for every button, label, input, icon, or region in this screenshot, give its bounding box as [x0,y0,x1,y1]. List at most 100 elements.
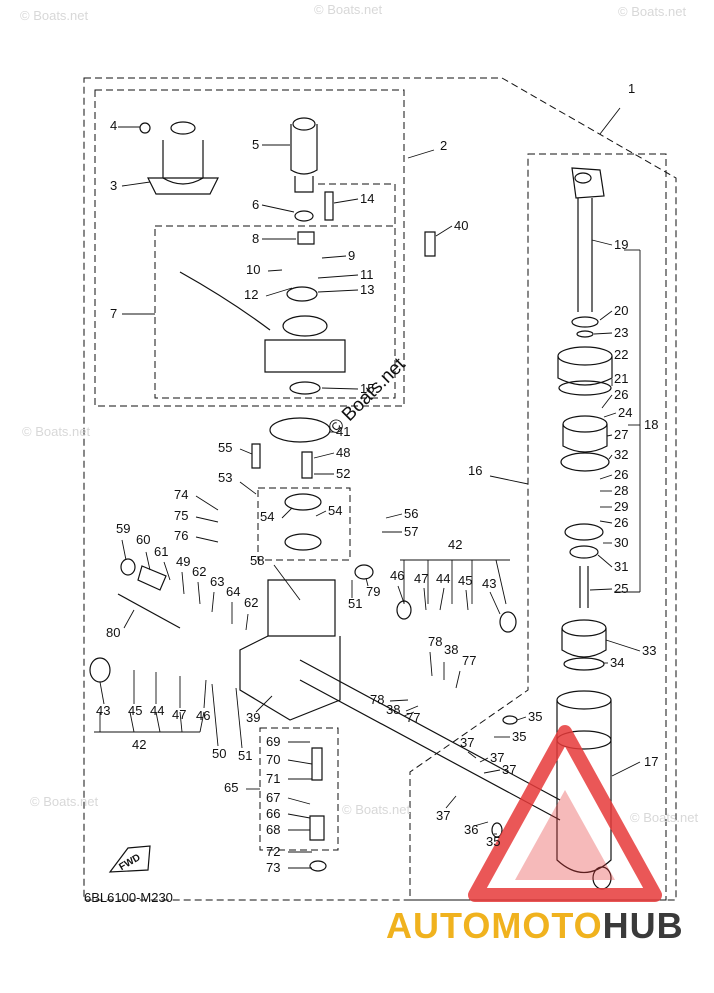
callout-51: 51 [238,748,252,763]
leader-line-79 [365,577,369,587]
screw-4 [139,122,151,134]
callout-71: 71 [266,771,280,786]
plug-43-left [89,657,111,683]
valve-68 [309,815,325,841]
leader-line-77 [455,670,461,689]
oring-35a [502,715,518,725]
filter-41 [269,417,331,443]
leader-line-78 [429,651,433,677]
callout-24: 24 [618,405,632,420]
callout-57: 57 [404,524,418,539]
callout-19: 19 [614,237,628,252]
solenoid-group-boundary [94,89,405,407]
oring-32 [560,452,610,472]
callout-31: 31 [614,559,628,574]
motor-base-boundary [154,225,396,399]
leader-line-80 [123,609,135,629]
callout-78: 78 [428,634,442,649]
leader-line-56 [385,513,403,519]
leader-line-47 [423,587,427,611]
callout-69: 69 [266,734,280,749]
leader-line-44 [439,587,445,611]
callout-44: 44 [150,703,164,718]
faint-watermark: © Boats.net [20,8,89,23]
callout-38: 38 [444,642,458,657]
gland-body [557,356,613,386]
brand-part1: AUTOMOTO [386,905,603,946]
callout-37: 37 [460,735,474,750]
callout-1: 1 [628,81,635,96]
motor-body [290,124,318,175]
piston-27-top [562,415,608,433]
part-code: 6BL6100-M230 [84,890,173,905]
seal-20 [571,316,599,328]
leader-line-32 [608,454,613,460]
callout-23: 23 [614,325,628,340]
leader-line-62 [197,581,201,605]
motor-shaft [294,176,314,193]
leader-line-37 [483,769,501,774]
leader-line-59 [121,539,127,561]
valve-54-lower [284,533,322,551]
leader-line-19 [591,239,613,246]
callout-5: 5 [252,137,259,152]
leader-line-37 [467,751,477,759]
callout-49: 49 [176,554,190,569]
leader-line-36 [473,821,489,827]
callout-28: 28 [614,483,628,498]
leader-line-43 [99,681,105,705]
leader-line-13 [317,289,359,293]
callout-48: 48 [336,445,350,460]
callout-6: 6 [252,197,259,212]
leader-line-20 [599,310,613,321]
callout-67: 67 [266,790,280,805]
callout-54: 54 [328,503,342,518]
callout-20: 20 [614,303,628,318]
solenoid-bracket [147,177,219,195]
callout-9: 9 [348,248,355,263]
callout-58: 58 [250,553,264,568]
faint-watermark: © Boats.net [314,2,383,17]
callout-55: 55 [218,440,232,455]
leader-line-25 [589,588,613,591]
leader-line-38 [405,705,419,712]
logo-triangle-inner [515,790,615,880]
leader-line-48 [313,452,335,459]
washer-30 [564,523,604,541]
callout-3: 3 [110,178,117,193]
piston-27-body [562,424,608,453]
plug-43-right [499,611,517,633]
callout-59: 59 [116,521,130,536]
callout-4: 4 [110,118,117,133]
callout-75: 75 [174,508,188,523]
group-bracket-line [179,711,183,733]
leader-line-70 [287,759,313,765]
leader-line-33 [605,639,641,652]
callout-45: 45 [128,703,142,718]
callout-72: 72 [266,844,280,859]
leader-line-63 [211,591,215,613]
spring-73 [309,860,327,872]
callout-79: 79 [366,584,380,599]
callout-21: 21 [614,371,628,386]
callout-42: 42 [132,737,146,752]
callout-11: 11 [360,267,374,282]
wire-lead-7 [179,271,271,331]
group-bracket-line [199,711,205,733]
rod-eye [571,167,605,199]
faint-watermark: © Boats.net [22,424,91,439]
leader-line-58 [273,564,301,601]
solenoid-top [170,121,196,135]
faint-watermark: © Boats.net [342,802,411,817]
leader-line-15 [321,387,359,390]
callout-51: 51 [348,596,362,611]
screw-55 [251,443,261,469]
callout-65: 65 [224,780,238,795]
leader-line-12 [265,287,293,297]
leader-line-45 [465,589,469,611]
callout-52: 52 [336,466,350,481]
callout-26: 26 [614,515,628,530]
oring-59 [120,558,136,576]
outer-boundary [83,77,677,901]
